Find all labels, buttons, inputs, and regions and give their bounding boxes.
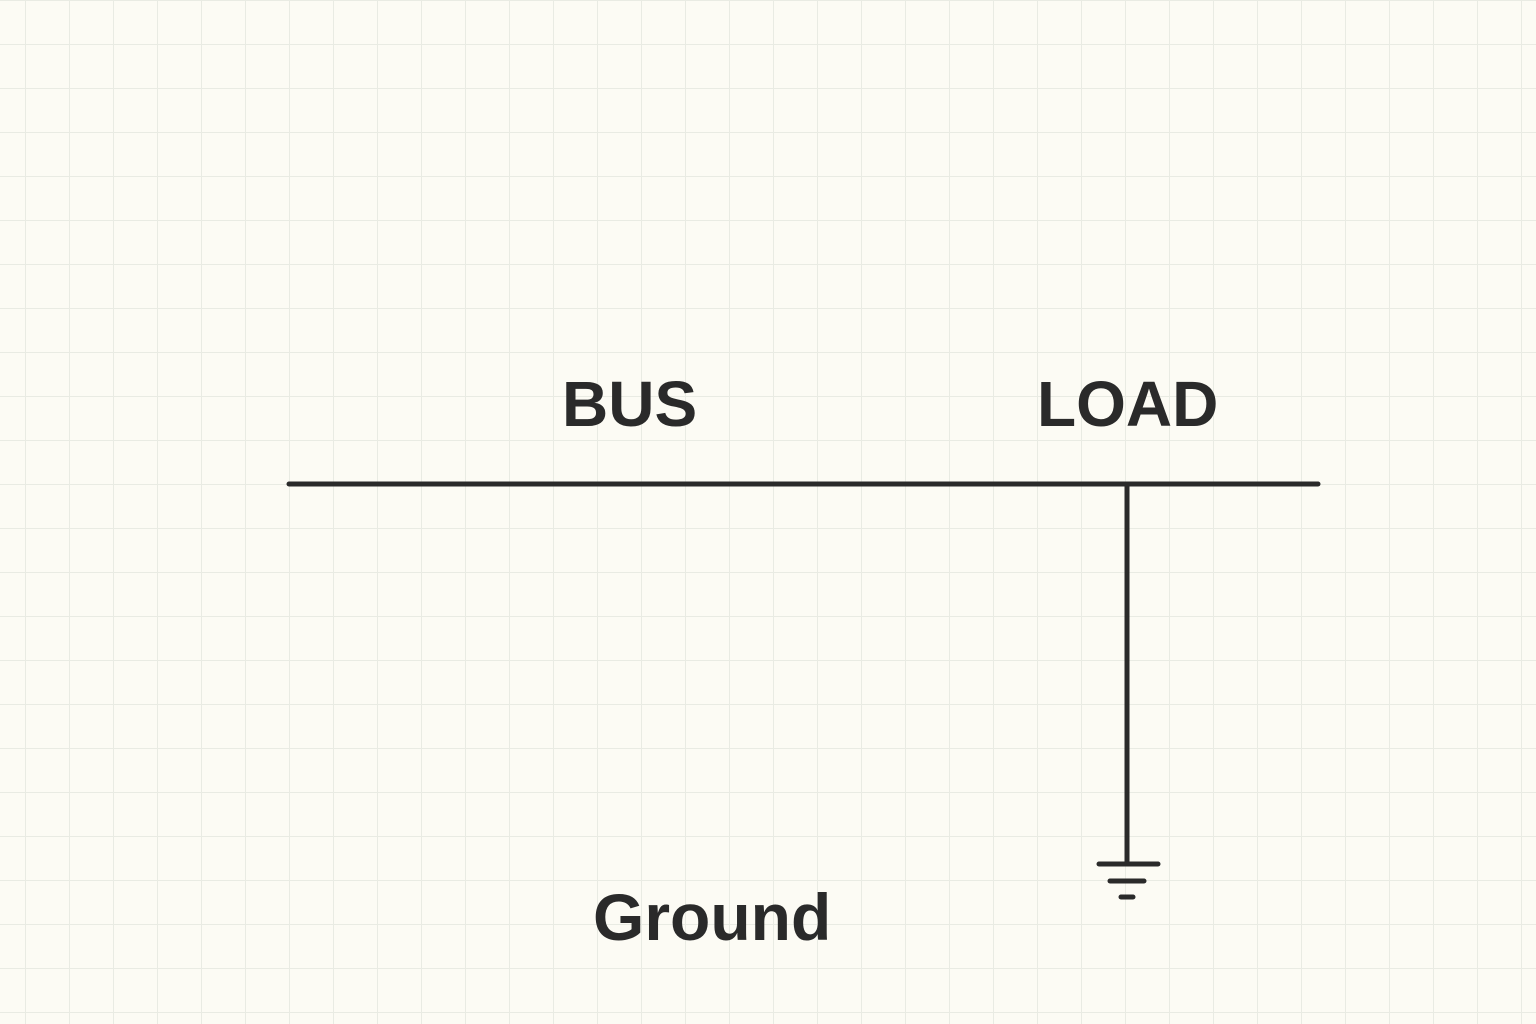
load-label: LOAD [1037, 368, 1219, 440]
ground-label: Ground [593, 880, 832, 954]
bus-label: BUS [562, 368, 698, 440]
ground-icon [1096, 861, 1161, 900]
